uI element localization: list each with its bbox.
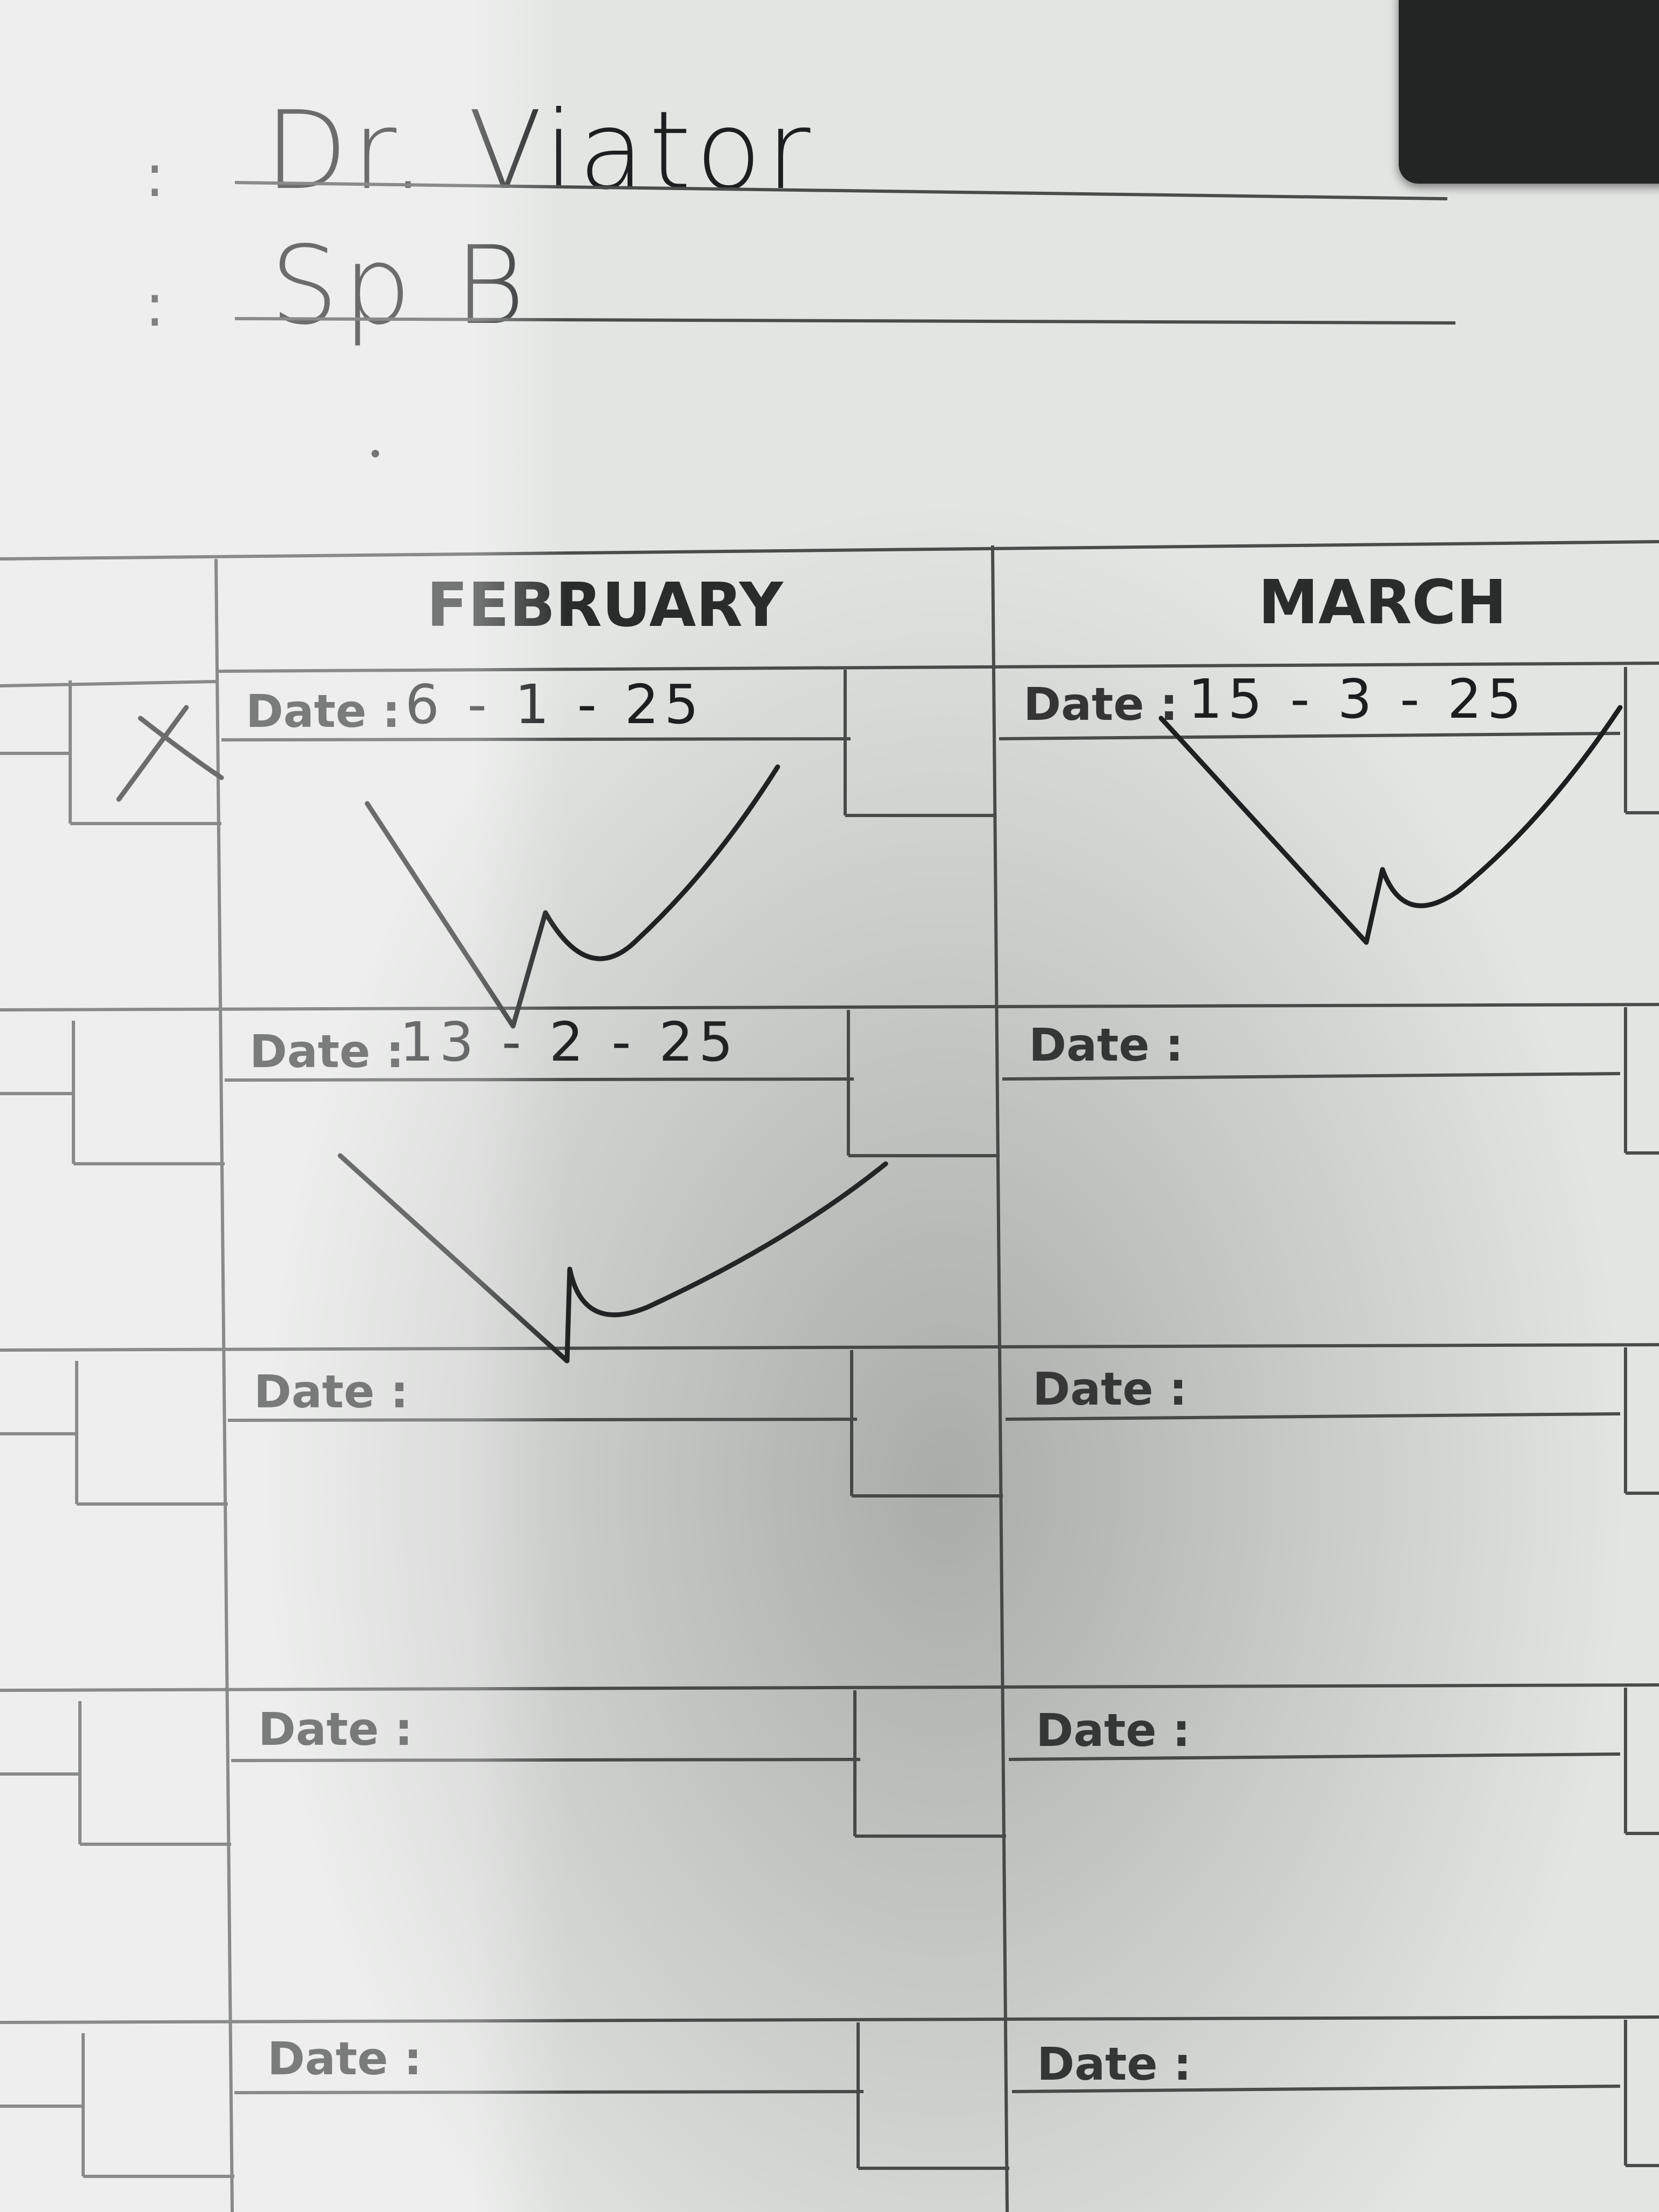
mar-row1-signature (1158, 705, 1623, 945)
mar-date-underline-3 (1005, 1412, 1621, 1421)
row1-side-tick-mark (116, 705, 224, 802)
feb-row3-date-label: Date : (254, 1365, 409, 1418)
feb-date-underline-3 (227, 1418, 858, 1422)
month-march-heading: MARCH (1258, 568, 1507, 638)
mar-row1-date-value: 15 - 3 - 25 (1188, 667, 1527, 731)
mar-row4-date-label: Date : (1036, 1704, 1191, 1757)
feb-row1-date-label: Date : (246, 685, 401, 738)
mar-row3-date-label: Date : (1033, 1363, 1188, 1415)
mar-row2-date-label: Date : (1029, 1019, 1184, 1071)
feb-row4-date-label: Date : (258, 1703, 413, 1756)
doctor-underline (234, 181, 1448, 200)
stray-dot (372, 450, 379, 457)
feb-date-underline-5 (234, 2090, 864, 2094)
mar-date-underline-4 (1008, 1752, 1621, 1761)
mar-row5-date-label: Date : (1037, 2038, 1192, 2090)
mar-date-underline-2 (1002, 1072, 1621, 1081)
feb-row2-signature (338, 1153, 888, 1364)
feb-row2-date-value: 13 - 2 - 25 (400, 1010, 739, 1074)
feb-row1-date-value: 6 - 1 - 25 (405, 673, 704, 736)
row-border-4 (0, 1683, 1659, 1692)
row-border-3 (0, 1343, 1659, 1352)
row-border-2 (0, 1003, 1659, 1011)
mar-date-underline-1 (999, 732, 1621, 740)
feb-date-underline-2 (224, 1077, 854, 1082)
feb-row2-date-label: Date : (249, 1025, 404, 1078)
mar-row1-date-label: Date : (1023, 678, 1178, 731)
specialty-underline (234, 317, 1456, 325)
specialty-colon: : (145, 271, 165, 340)
mar-date-underline-5 (1011, 2085, 1621, 2093)
row-border-5 (0, 2015, 1659, 2024)
doctor-colon: : (145, 141, 165, 210)
feb-date-underline-1 (221, 737, 851, 741)
feb-row1-signature (365, 764, 780, 1029)
feb-row5-date-label: Date : (267, 2032, 422, 2085)
specialty-handwritten: Sp B (270, 223, 530, 349)
month-february-heading: FEBRUARY (426, 570, 784, 640)
clipboard-clip (1399, 0, 1659, 184)
feb-date-underline-4 (231, 1758, 861, 1762)
